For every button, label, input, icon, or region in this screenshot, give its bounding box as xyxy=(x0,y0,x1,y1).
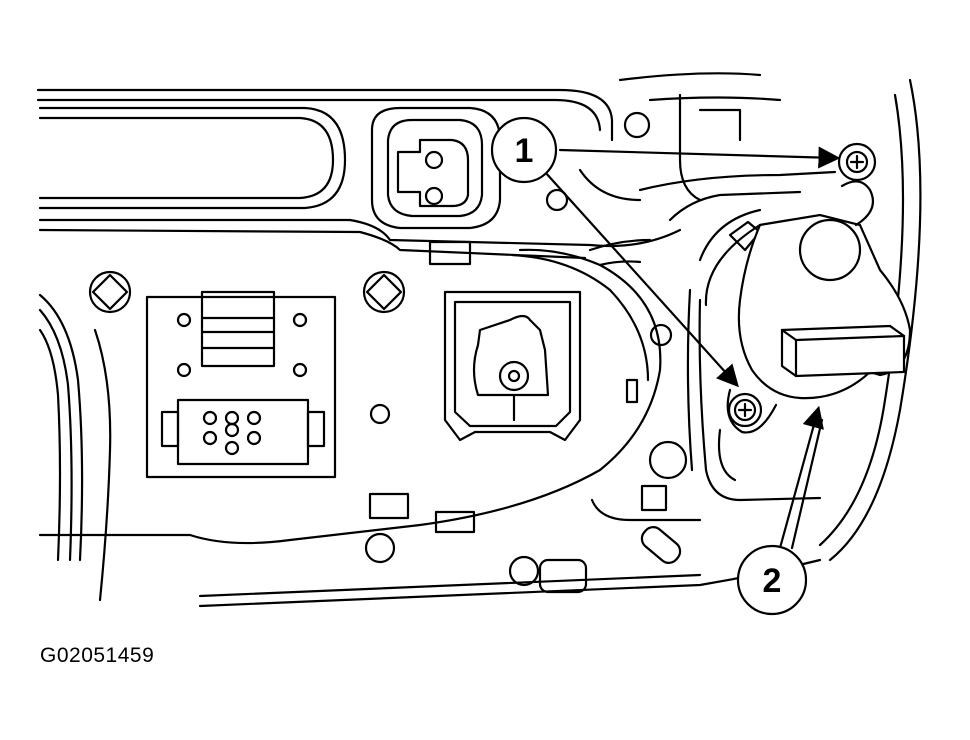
upper-connector xyxy=(370,106,502,230)
right-contours xyxy=(578,93,837,502)
panel-holes xyxy=(364,111,702,594)
center-housing xyxy=(38,248,662,545)
mounting-bolt-center xyxy=(362,270,406,314)
wire-harness-left xyxy=(38,293,112,602)
screw-lower xyxy=(733,398,757,422)
mounting-bolt-left xyxy=(88,270,132,314)
center-bracket xyxy=(443,290,582,442)
screw-upper xyxy=(845,150,869,174)
callout-1-label: 1 xyxy=(515,132,534,170)
callout-1: 1 xyxy=(490,116,558,184)
control-module xyxy=(145,290,391,479)
actuator-component xyxy=(704,142,912,434)
callout-2: 2 xyxy=(736,544,808,616)
tabs xyxy=(368,240,668,534)
elongated-slot xyxy=(38,106,347,210)
leader-arrows xyxy=(543,146,841,550)
callout-2-label: 2 xyxy=(763,562,782,600)
figure-id-label: G02051459 xyxy=(40,644,155,667)
